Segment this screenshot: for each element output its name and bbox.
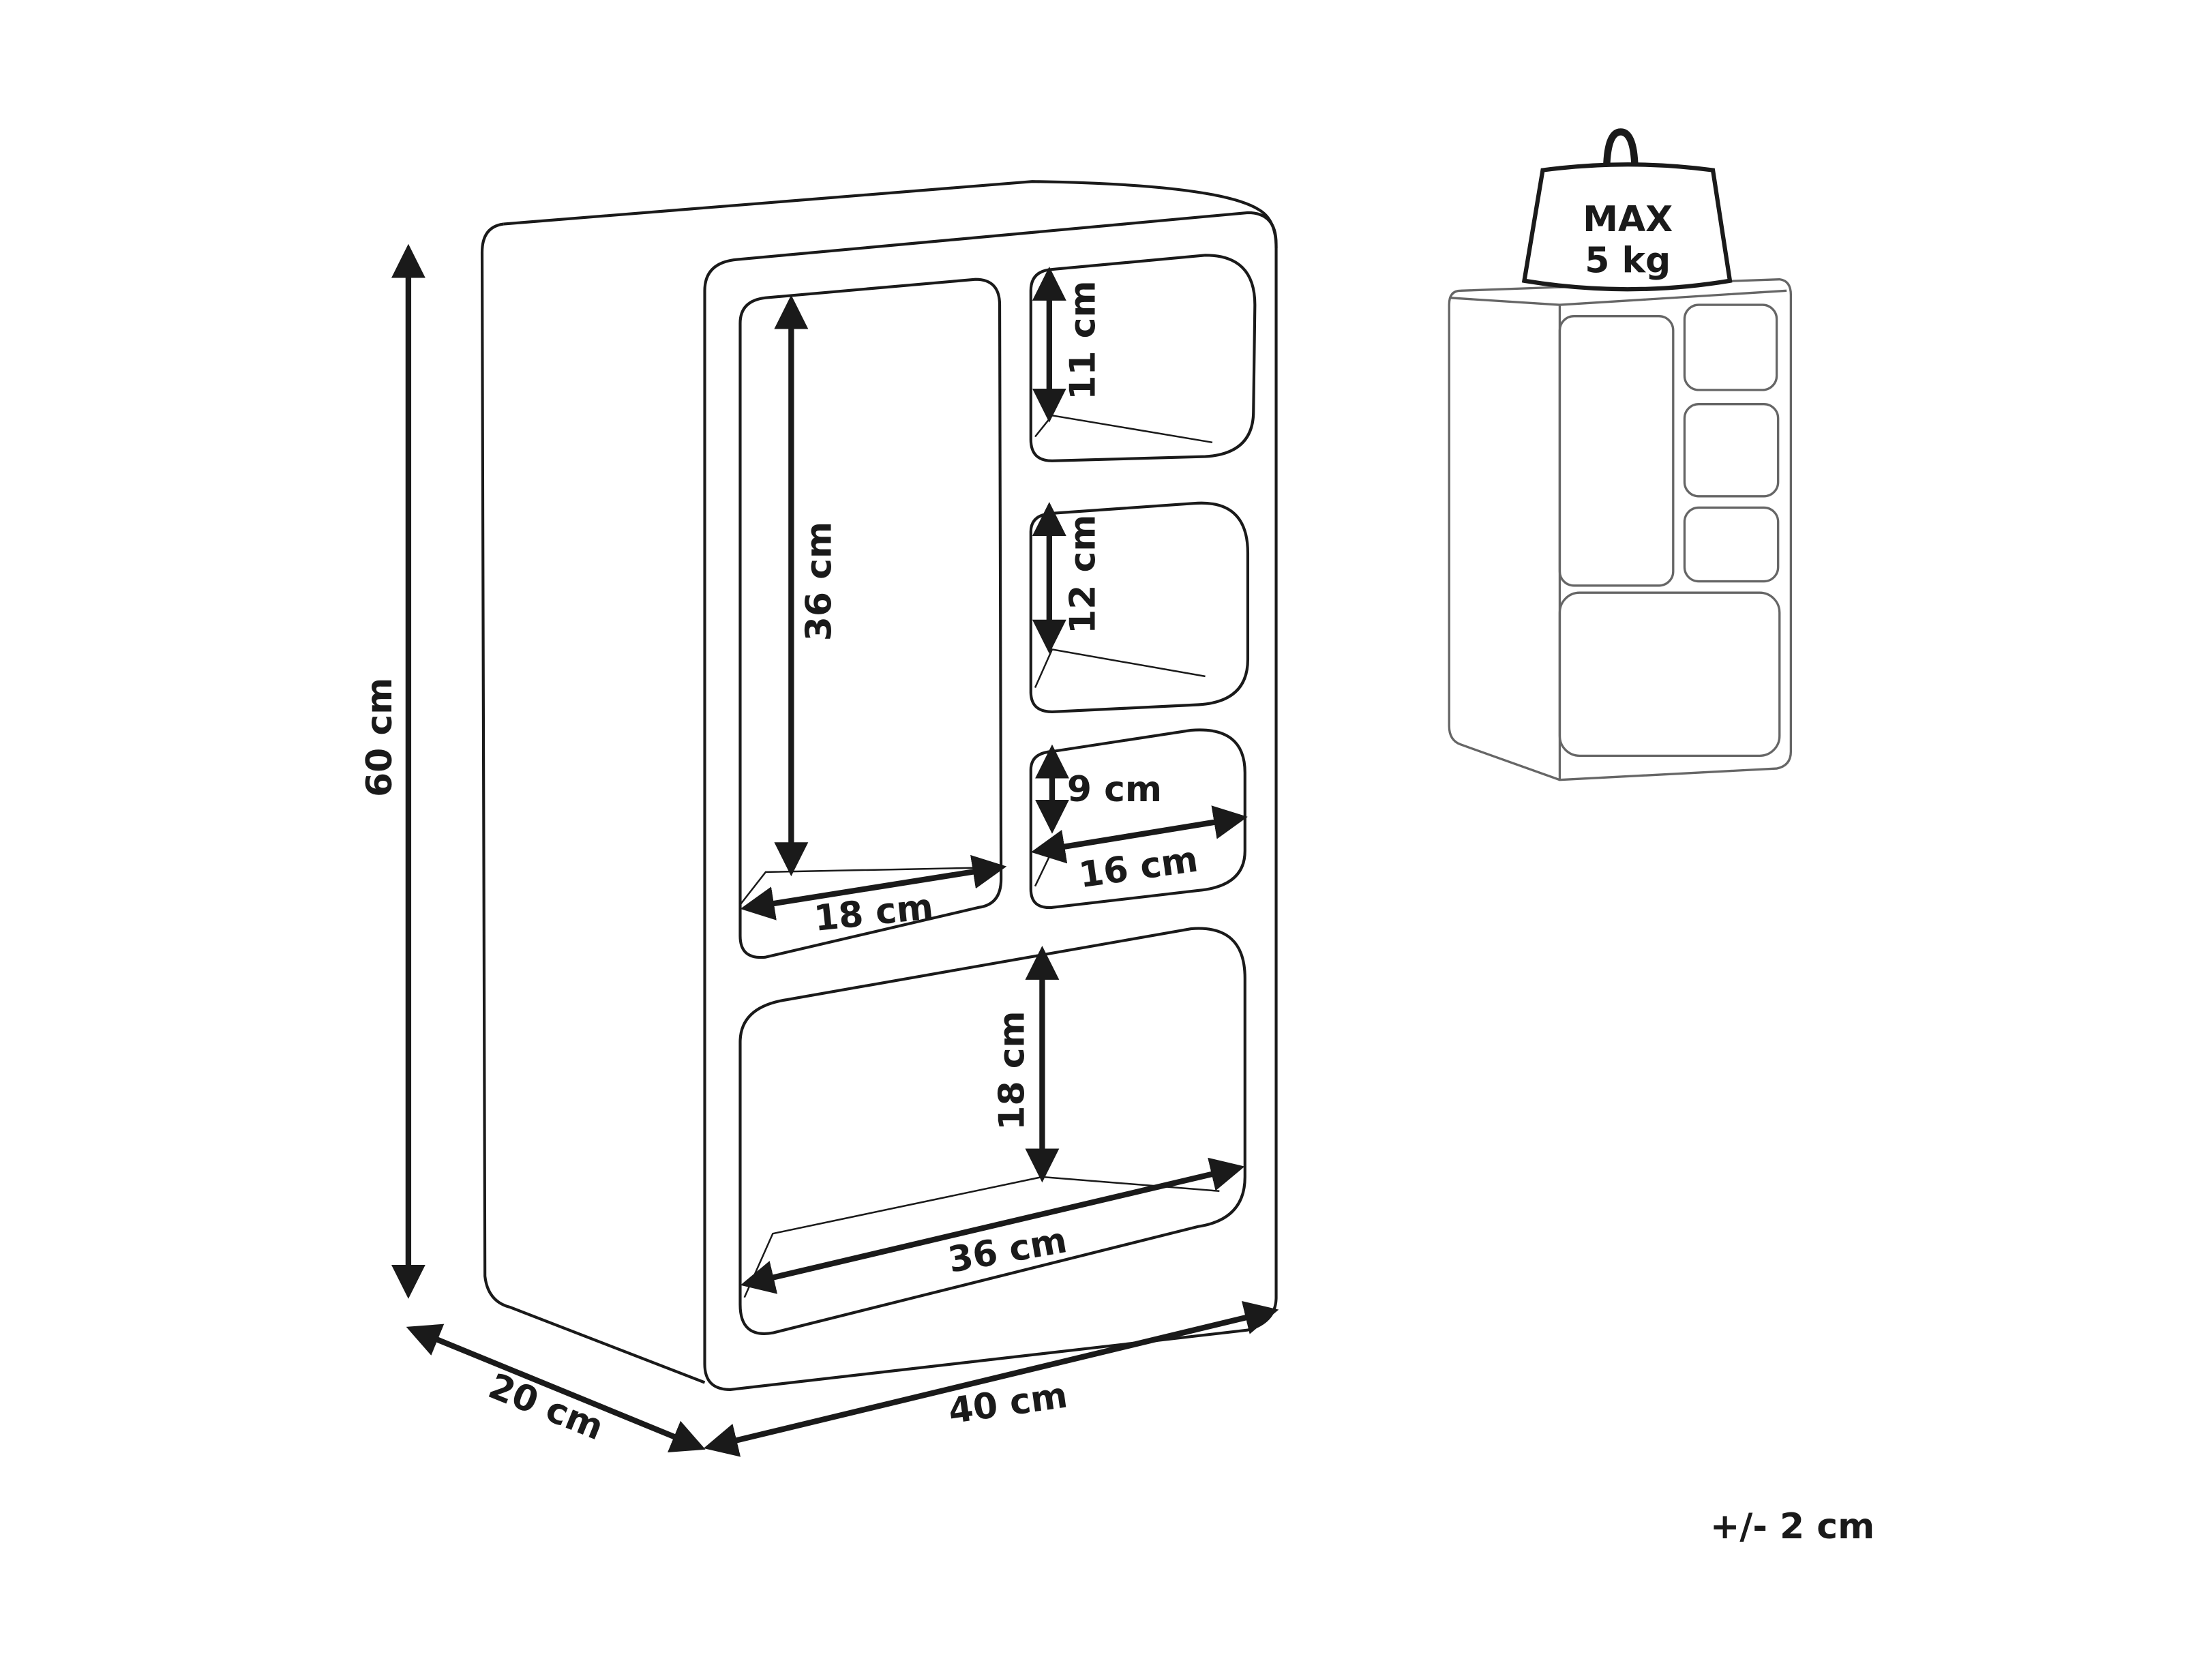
middle-height-label: 12 cm bbox=[1062, 515, 1103, 634]
max-load-thumbnail: MAX 5 kg bbox=[1448, 128, 1793, 781]
height-label: 60 cm bbox=[359, 678, 400, 797]
weight-icon: MAX 5 kg bbox=[1521, 128, 1733, 292]
small-height-label: 9 cm bbox=[1067, 769, 1162, 810]
width-arrow bbox=[703, 1301, 1279, 1457]
tolerance-label: +/- 2 cm bbox=[1710, 1506, 1874, 1547]
depth-label: 20 cm bbox=[483, 1366, 609, 1448]
weight-max-label: MAX bbox=[1583, 199, 1673, 240]
small-width-label: 16 cm bbox=[1077, 839, 1201, 897]
bottom-height-label: 18 cm bbox=[991, 1011, 1032, 1130]
small-width-arrow bbox=[1030, 805, 1248, 864]
bottom-width-label: 36 cm bbox=[945, 1220, 1070, 1281]
top-height-label: 11 cm bbox=[1062, 280, 1103, 400]
bottom-width-arrow bbox=[740, 1157, 1245, 1294]
depth-arrow bbox=[406, 1324, 706, 1452]
tall-height-label: 36 cm bbox=[799, 522, 840, 641]
weight-value-label: 5 kg bbox=[1585, 240, 1671, 281]
tall-width-arrow bbox=[740, 854, 1007, 921]
